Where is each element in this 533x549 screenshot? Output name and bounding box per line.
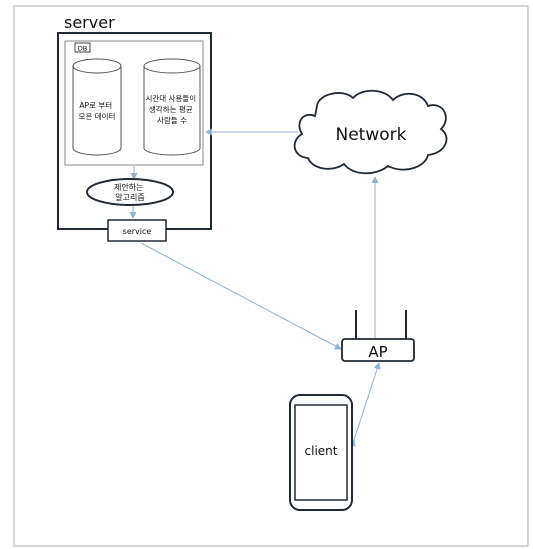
average-people-label-line3: 사람들 수 [157,116,187,125]
algorithm-label-line1: 제안하는 [114,182,143,192]
average-people-label-line1: 시간대 사용들이 [145,93,196,103]
average-people-label-line2: 생각하는 평균 [149,104,193,114]
collected-data-cylinder: AP로 부터 모은 데이터 [72,58,122,156]
db-tab [74,42,91,53]
service-to-ap-arrow [140,242,342,350]
client-label: client [305,444,338,458]
svg-text:시간대 사용들이 생각하는 평균 사: 시간대 사용들이 생각하는 평균 사람들 수 [145,93,198,125]
client-phone [289,394,353,511]
svg-text:제안하는 알고리즘: 제안하는 알고리즘 [114,182,146,202]
average-people-cylinder: 시간대 사용들이 생각하는 평균 사람들 수 [143,58,201,156]
client-ap-arrow [348,362,381,447]
collected-data-label-line1: AP로 부터 [79,101,112,110]
collected-data-label-line2: 모은 데이터 [79,111,116,121]
service-label: service [123,227,152,236]
ap-label: AP [368,343,387,361]
service-box [107,219,167,242]
algorithm-ellipse [86,178,174,206]
network-cloud [293,89,448,175]
network-label: Network [336,125,407,145]
access-point-router [341,310,415,362]
phone-screen [294,404,348,501]
svg-text:AP로 부터 모은 데이터: AP로 부터 모은 데이터 [79,101,116,121]
db-tab-label: DB [78,45,87,53]
algorithm-label-line2: 알고리즘 [115,192,144,202]
server-title: server [64,13,115,32]
